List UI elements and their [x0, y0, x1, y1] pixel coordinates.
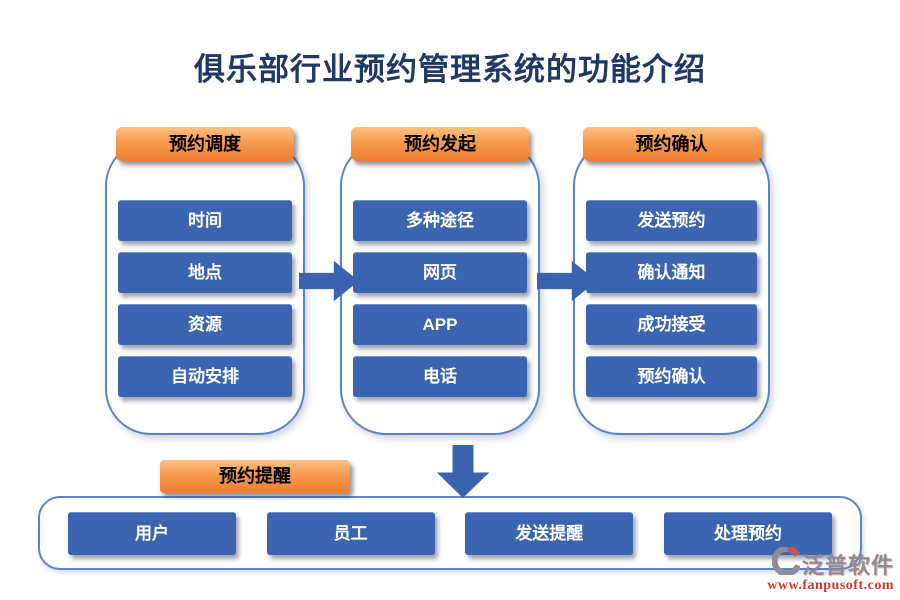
panel-items-confirmation: 发送预约 确认通知 成功接受 预约确认 [575, 142, 768, 397]
node-time: 时间 [118, 200, 292, 241]
panel-items-scheduling: 时间 地点 资源 自动安排 [107, 142, 303, 397]
panel-reservation-initiation: 预约发起 多种途径 网页 APP 电话 [340, 127, 540, 435]
panel-reservation-scheduling: 预约调度 时间 地点 资源 自动安排 [105, 127, 305, 435]
node-send-reminder: 发送提醒 [465, 511, 634, 555]
watermark: 泛普软件 www.fanpusoft.com [767, 545, 894, 594]
fanpu-logo-icon [771, 545, 802, 580]
panel-header-reminder: 预约提醒 [160, 460, 350, 493]
node-handle-reservation: 处理预约 [663, 511, 832, 555]
page-title: 俱乐部行业预约管理系统的功能介绍 [194, 52, 706, 87]
node-app: APP [353, 304, 527, 345]
panel-header-confirmation: 预约确认 [582, 127, 761, 161]
watermark-brand: 泛普软件 [801, 552, 894, 578]
node-multiple-channels: 多种途径 [353, 200, 527, 241]
node-reservation-confirm: 预约确认 [586, 356, 757, 397]
node-auto-arrange: 自动安排 [118, 356, 292, 397]
down-arrow-icon [436, 445, 490, 498]
node-accept-success: 成功接受 [586, 304, 757, 345]
node-resource: 资源 [118, 304, 292, 345]
node-web: 网页 [353, 252, 527, 293]
panel-header-initiation: 预约发起 [351, 127, 529, 161]
node-phone: 电话 [353, 356, 527, 397]
panel-reservation-confirmation: 预约确认 发送预约 确认通知 成功接受 预约确认 [573, 127, 770, 435]
panel-reservation-reminder: 用户 员工 发送提醒 处理预约 [38, 496, 862, 570]
watermark-url: www.fanpusoft.com [767, 578, 894, 593]
panel-header-scheduling: 预约调度 [116, 127, 294, 161]
node-user: 用户 [68, 511, 236, 555]
node-send-reservation: 发送预约 [586, 200, 757, 241]
panel-items-initiation: 多种途径 网页 APP 电话 [342, 142, 538, 397]
node-staff: 员工 [266, 511, 435, 555]
node-location: 地点 [118, 252, 292, 293]
node-confirm-notice: 确认通知 [586, 252, 757, 293]
